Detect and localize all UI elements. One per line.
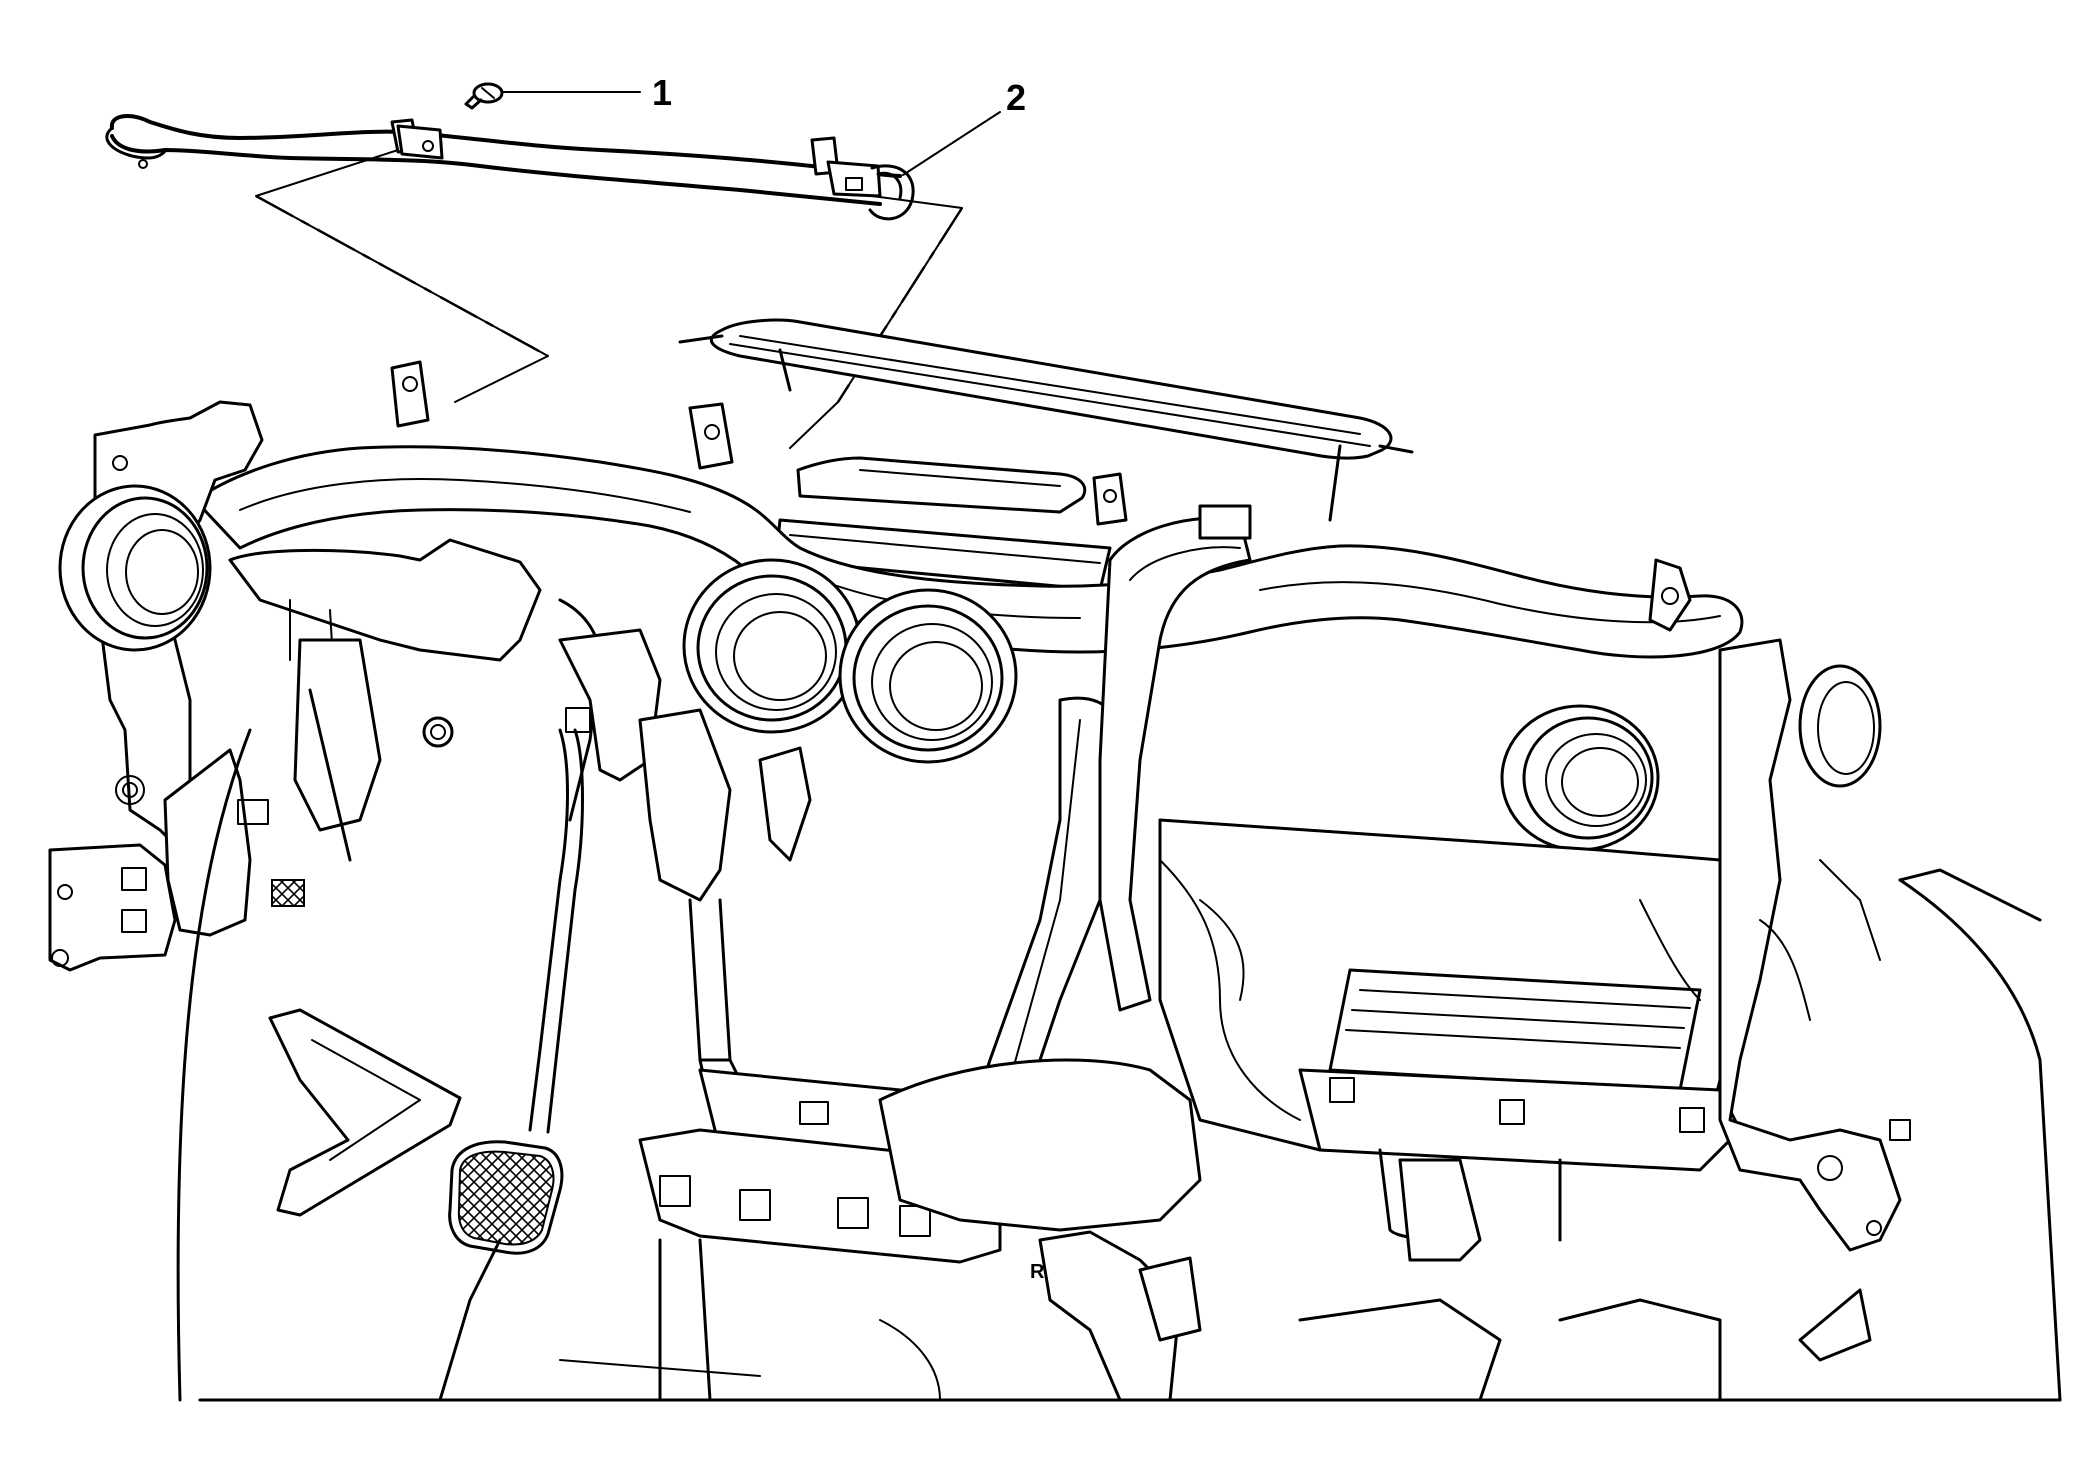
- steering-column-support: [228, 538, 602, 862]
- harness-routing: [1159, 859, 1881, 1121]
- left-floor-brace: [268, 1008, 462, 1217]
- brake-pedal-assembly: [448, 628, 662, 1255]
- installation-leader-lines: [255, 149, 964, 449]
- callout-2: 2: [902, 77, 1026, 176]
- rhd-mark-label: R: [1030, 1261, 1045, 1283]
- callout-1-label: 1: [652, 72, 672, 113]
- passenger-side-duct: [1098, 504, 1252, 1012]
- center-right-vent: [838, 588, 1018, 764]
- callout-1: 1: [497, 72, 672, 113]
- body-floor-panels: [176, 728, 2062, 1402]
- wiring-harness-part-2: [105, 114, 915, 221]
- right-center-vent: [1500, 704, 1660, 852]
- right-outboard-vent: [1798, 664, 1882, 788]
- center-left-vent: [682, 558, 862, 734]
- top-mounting-tabs: [390, 360, 1128, 526]
- screw-fastener-part-1: [464, 82, 504, 110]
- glove-box-hvac-module: [1158, 818, 1742, 1262]
- right-end-bracket: [1648, 558, 1911, 1252]
- hvac-center-duct: R: [878, 1058, 1202, 1402]
- left-outboard-vent: [58, 484, 212, 652]
- defroster-duct: [678, 318, 1414, 522]
- callout-2-label: 2: [1006, 77, 1026, 118]
